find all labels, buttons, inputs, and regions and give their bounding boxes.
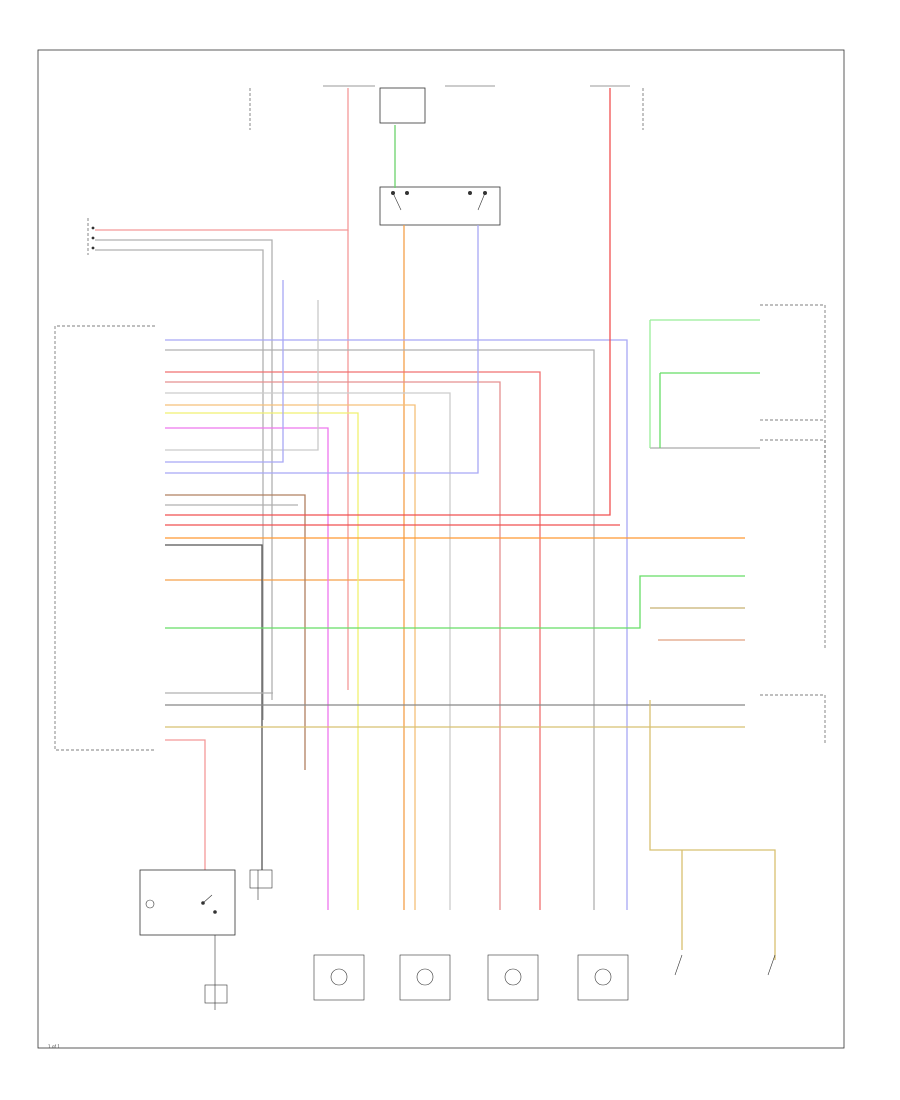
page-number: 1 of 1 — [48, 1044, 60, 1049]
switch-contacts — [391, 191, 487, 211]
diagram-frame — [37, 49, 845, 1049]
ground-symbols — [204, 869, 273, 1010]
instrument-cluster — [760, 304, 826, 745]
wires — [95, 88, 776, 960]
left-top-connector — [87, 218, 95, 255]
brake-fluid-switch — [674, 954, 776, 976]
fuse-block-top — [249, 85, 644, 130]
traction-switch — [139, 869, 236, 936]
stop-lamp-switch-box — [379, 186, 501, 226]
wheel-sensor-rf — [399, 954, 451, 1001]
wheel-sensor-rr — [577, 954, 629, 1001]
wheel-sensor-lr — [487, 954, 539, 1001]
ebcm-module — [54, 325, 155, 751]
relay-box — [379, 87, 426, 124]
wheel-sensor-lf — [313, 954, 365, 1001]
